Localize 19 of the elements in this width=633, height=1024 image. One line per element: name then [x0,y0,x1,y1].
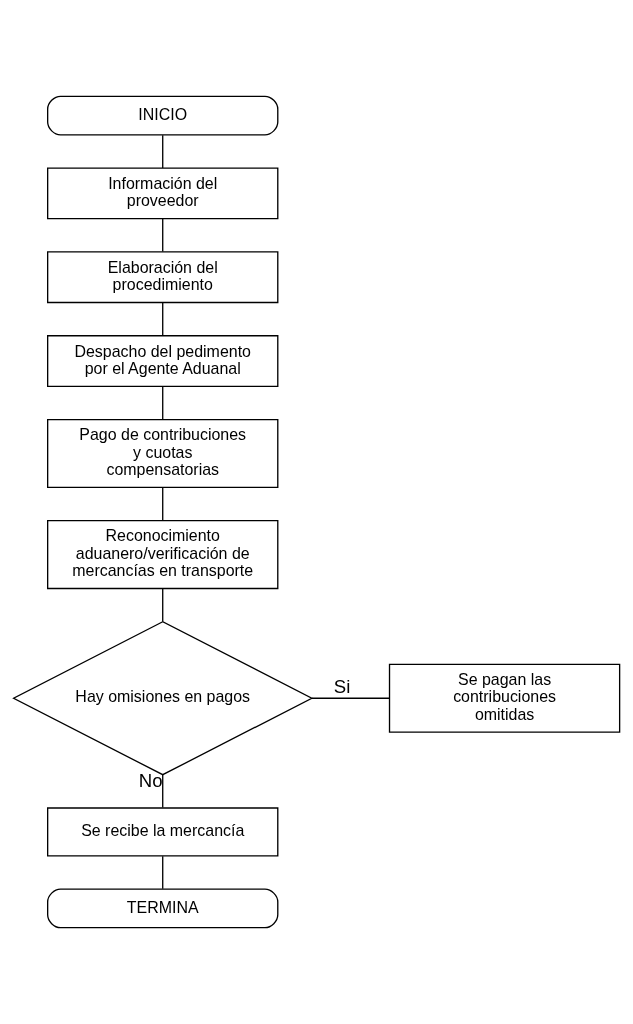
node-box: Despacho del pedimento por el Agente Aduanal [47,335,279,387]
connector [162,774,164,809]
node-box: TERMINA [47,888,279,929]
connector [162,486,164,522]
connector [162,302,164,337]
node-box: Información del proveedor [47,167,279,220]
node-box: Pago de contribuciones y cuotas compensatorias [47,418,279,489]
edge-label: Si [333,676,351,698]
connector [162,587,164,623]
connector [162,385,164,420]
node-box: Elaboración del procedimiento [47,251,279,304]
connector [311,697,391,699]
node-box: Reconocimiento aduanero/verificación de mercancías en transporte [47,520,279,590]
connector [162,855,164,890]
node-box: Se pagan las contribuciones omitidas [388,663,621,733]
connector [162,218,164,253]
node-box: Se recibe la mercancía [47,807,279,857]
node-box: INICIO [47,95,279,136]
connector [162,134,164,169]
